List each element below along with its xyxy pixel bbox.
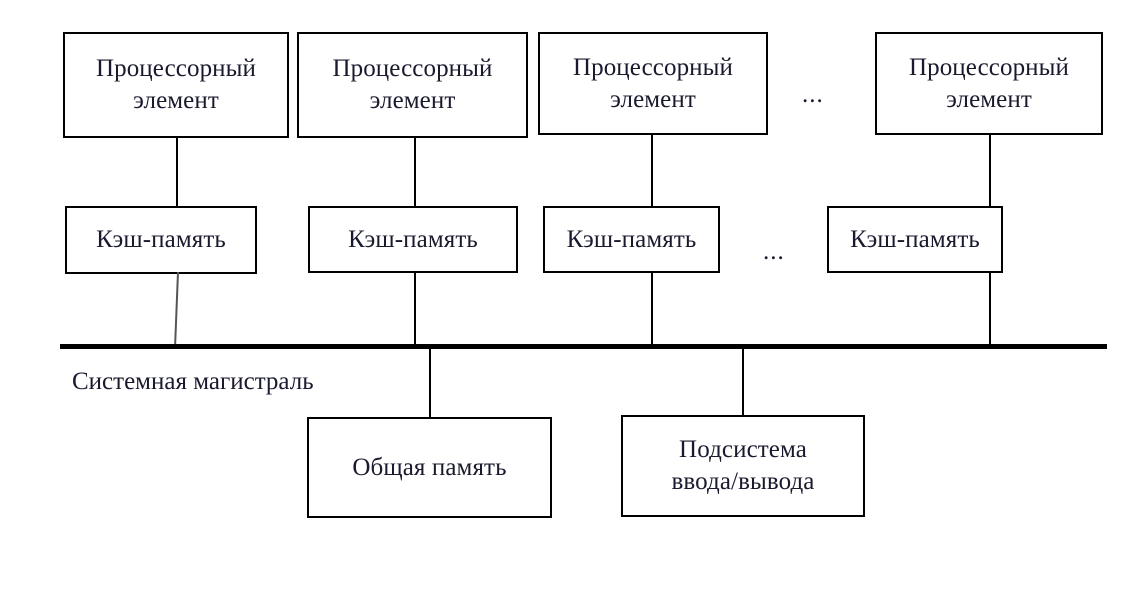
shared-memory-label: Общая память xyxy=(352,453,507,481)
connector-pe3-to-cache3 xyxy=(651,135,653,206)
processing-element-label-line2: элемент xyxy=(946,85,1032,113)
processing-element-label-line1: Процессорный xyxy=(332,55,493,82)
ellipsis-processing-elements: ... xyxy=(802,81,824,108)
ellipsis-cache-memories: ... xyxy=(763,238,785,265)
processing-element-box-3: Процессорный элемент xyxy=(538,32,768,135)
processing-element-label-line2: элемент xyxy=(369,87,456,114)
connector-cache3-to-bus xyxy=(651,272,653,348)
connector-pe1-to-cache1 xyxy=(176,138,178,207)
cache-memory-box-1: Кэш-память xyxy=(65,206,257,274)
cache-memory-label: Кэш-память xyxy=(566,225,697,253)
io-subsystem-label-line1: Подсистема xyxy=(679,436,807,463)
processing-element-label-line2: элемент xyxy=(133,87,219,114)
connector-cache1-to-bus xyxy=(174,271,179,349)
processing-element-box-4: Процессорный элемент xyxy=(875,32,1103,135)
processing-element-box-2: Процессорный элемент xyxy=(297,32,528,138)
processing-element-label-line1: Процессорный xyxy=(572,53,734,81)
connector-cache2-to-bus xyxy=(414,272,416,348)
cache-memory-label: Кэш-память xyxy=(850,225,980,253)
shared-memory-box: Общая память xyxy=(307,417,552,518)
connector-bus-to-io-subsystem xyxy=(742,348,744,416)
cache-memory-box-2: Кэш-память xyxy=(308,206,518,273)
cache-memory-box-4: Кэш-память xyxy=(827,206,1003,273)
io-subsystem-box: Подсистема ввода/вывода xyxy=(621,415,865,517)
processing-element-label-line1: Процессорный xyxy=(908,53,1070,81)
system-bus-label: Системная магистраль xyxy=(72,368,314,395)
system-bus-line xyxy=(60,344,1107,349)
processing-element-label-line2: элемент xyxy=(610,85,696,113)
cache-memory-label: Кэш-память xyxy=(348,225,478,253)
processing-element-label-line1: Процессорный xyxy=(95,55,257,82)
io-subsystem-label-line2: ввода/вывода xyxy=(671,468,815,495)
connector-bus-to-shared-memory xyxy=(429,348,431,418)
cache-memory-box-3: Кэш-память xyxy=(543,206,720,273)
connector-pe4-to-cache4 xyxy=(989,135,991,206)
connector-pe2-to-cache2 xyxy=(414,138,416,207)
processing-element-box-1: Процессорный элемент xyxy=(63,32,289,138)
connector-cache4-to-bus xyxy=(989,272,991,348)
cache-memory-label: Кэш-память xyxy=(96,226,226,253)
